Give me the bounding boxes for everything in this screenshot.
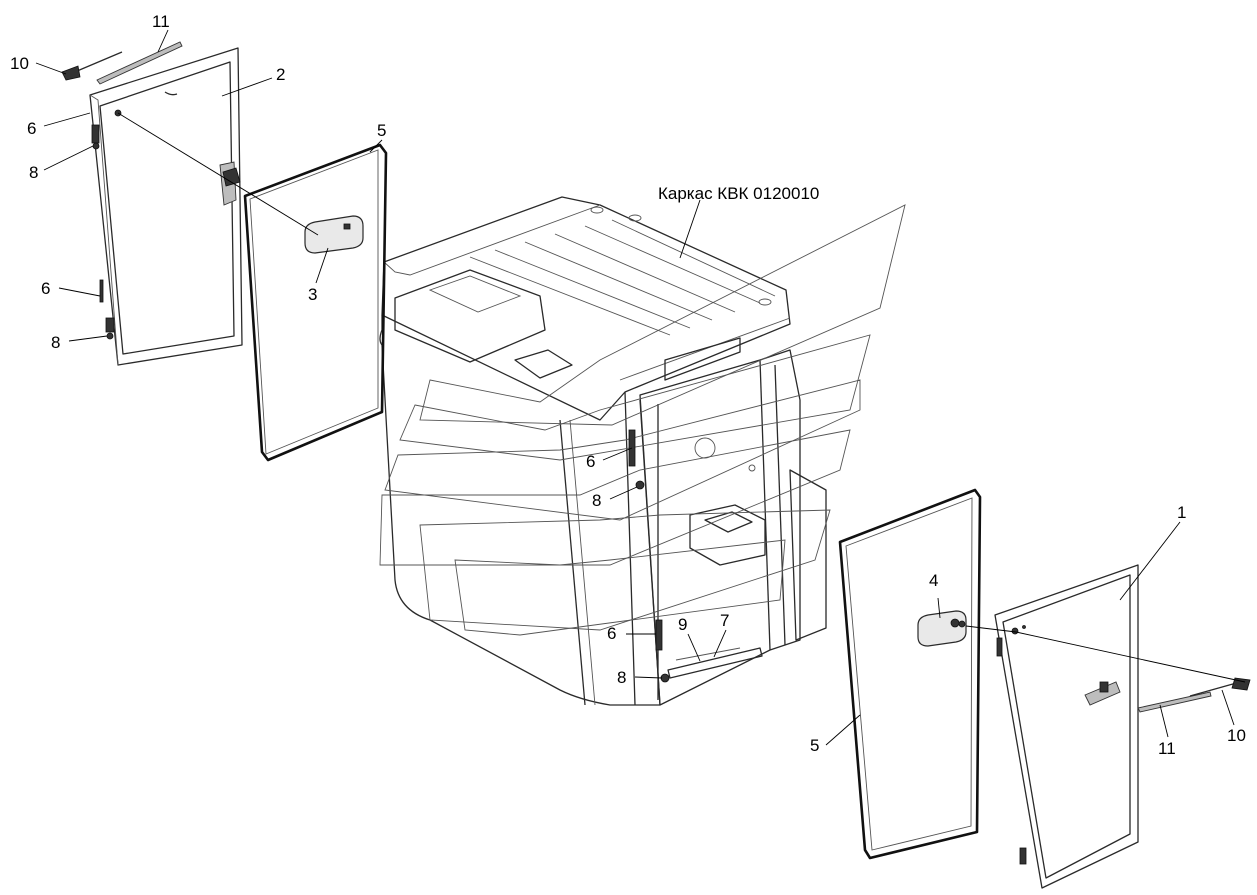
frame-label: Каркас КВК 0120010 — [658, 184, 819, 203]
callout-c10a: 10 — [10, 54, 29, 73]
callout-c6b: 6 — [41, 279, 50, 298]
part-callouts: 11 10 2 6 5 8 6 3 8 6 8 1 4 6 9 7 8 10 5 11 — [10, 12, 1246, 758]
callout-c2: 2 — [276, 65, 285, 84]
cab-frame — [379, 196, 906, 706]
callout-c8b: 8 — [51, 333, 60, 352]
callout-c8c: 8 — [592, 491, 601, 510]
callout-c7: 7 — [720, 611, 729, 630]
callout-c3: 3 — [308, 285, 317, 304]
callout-c5a: 5 — [377, 121, 386, 140]
callout-c8a: 8 — [29, 163, 38, 182]
callout-c6c: 6 — [586, 452, 595, 471]
callout-c10b: 10 — [1227, 726, 1246, 745]
callout-c5b: 5 — [810, 736, 819, 755]
right-door-assembly — [994, 564, 1251, 889]
left-door-seal — [243, 143, 388, 462]
callout-c6d: 6 — [607, 624, 616, 643]
right-door-seal — [838, 488, 982, 860]
right-door-lock — [917, 610, 967, 647]
callout-c11a: 11 — [152, 12, 170, 31]
callout-c8d: 8 — [617, 668, 626, 687]
left-door-lock — [304, 215, 364, 254]
callout-c1: 1 — [1177, 503, 1186, 522]
callout-c4: 4 — [929, 571, 938, 590]
leader-lines — [35, 29, 1246, 746]
callout-c9: 9 — [678, 615, 687, 634]
callout-c6a: 6 — [27, 119, 36, 138]
left-door-assembly — [61, 41, 243, 366]
callout-c11b: 11 — [1158, 739, 1176, 758]
